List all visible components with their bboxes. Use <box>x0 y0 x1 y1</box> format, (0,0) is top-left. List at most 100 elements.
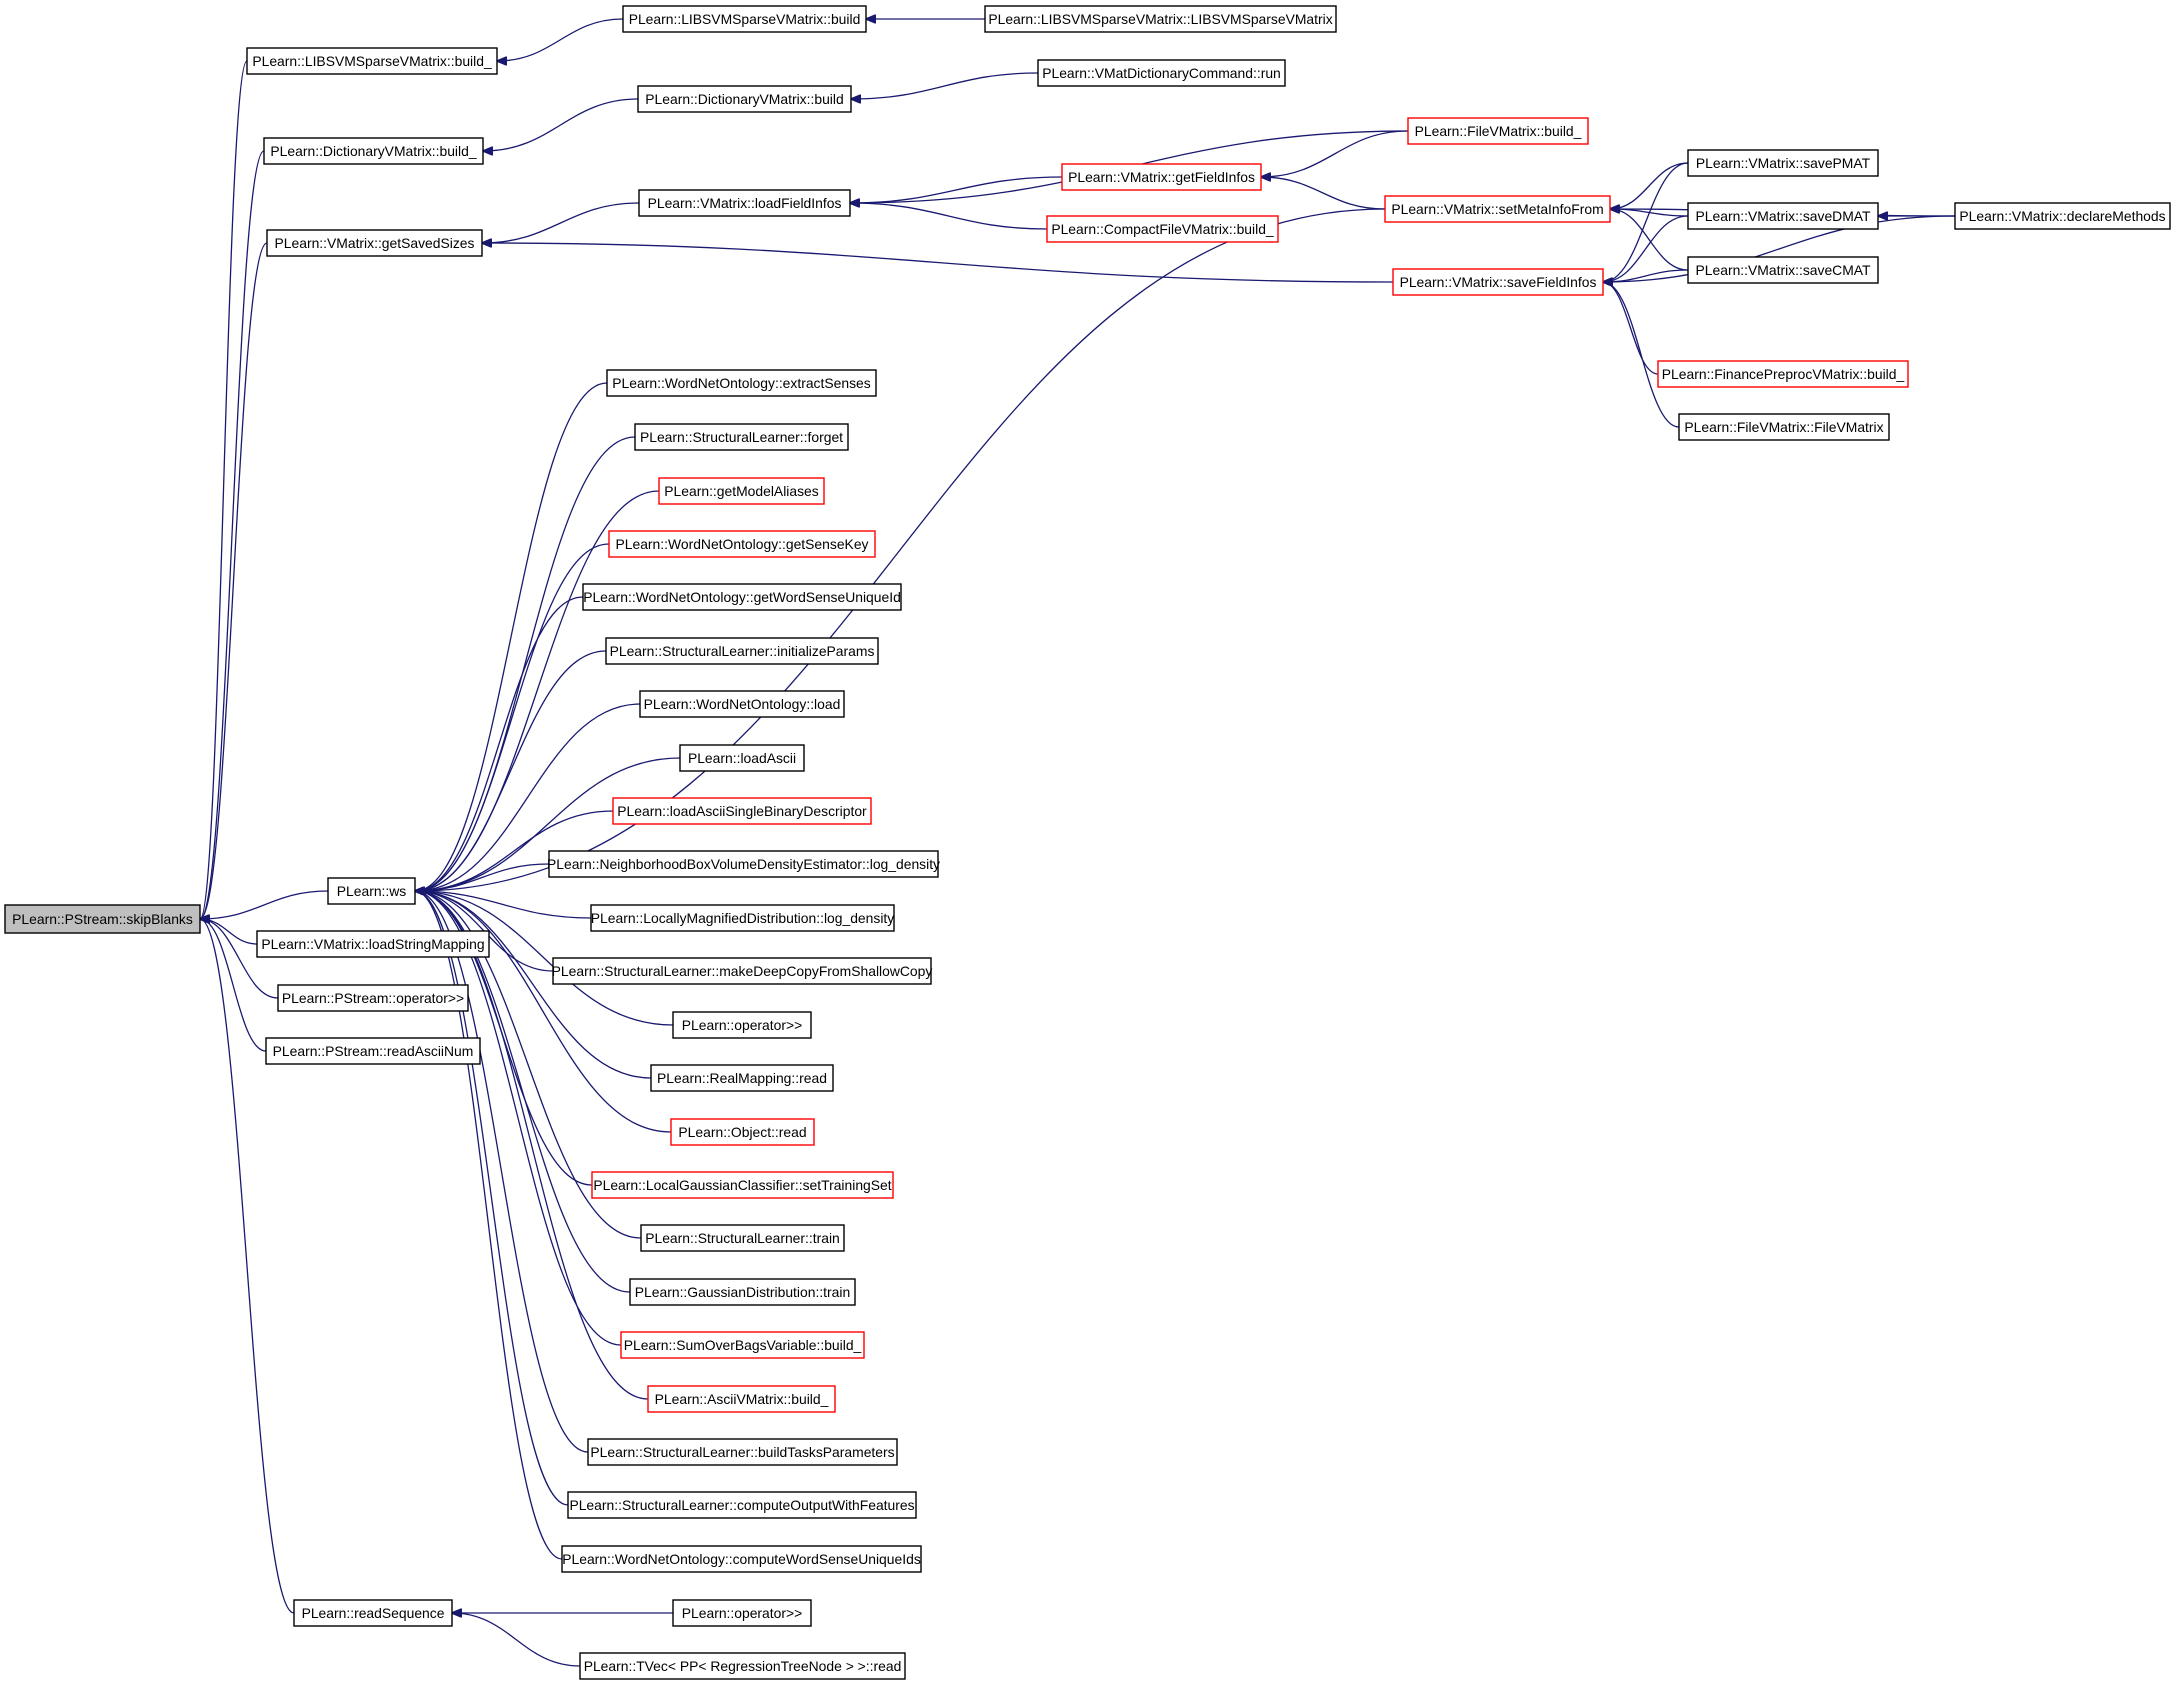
edge-compactBuild_-to-loadFieldInfos <box>850 203 1048 230</box>
node-box <box>672 1599 812 1627</box>
node-sob_build[interactable]: PLearn::SumOverBagsVariable::build_ <box>620 1331 865 1359</box>
node-box <box>608 530 876 558</box>
node-op_rs[interactable]: PLearn::operator>> <box>672 1599 812 1627</box>
node-box <box>256 930 490 958</box>
node-box <box>650 1064 834 1092</box>
node-box <box>1384 195 1611 223</box>
node-label: PLearn::VMatrix::savePMAT <box>1696 155 1871 171</box>
nodes-layer: PLearn::PStream::skipBlanks PLearn::LIBSV… <box>4 5 2171 1680</box>
node-wn_getSenseKey[interactable]: PLearn::WordNetOntology::getSenseKey <box>608 530 876 558</box>
node-sl_train[interactable]: PLearn::StructuralLearner::train <box>640 1224 845 1252</box>
node-saveCMAT[interactable]: PLearn::VMatrix::saveCMAT <box>1687 256 1879 284</box>
node-box <box>587 1438 898 1466</box>
node-wn_getWSU[interactable]: PLearn::WordNetOntology::getWordSenseUni… <box>582 583 902 611</box>
node-dictBuild_[interactable]: PLearn::DictionaryVMatrix::build_ <box>263 137 484 165</box>
node-sl_init[interactable]: PLearn::StructuralLearner::initializePar… <box>605 637 879 665</box>
node-label: PLearn::PStream::skipBlanks <box>12 911 193 927</box>
node-loadAsciiSBD[interactable]: PLearn::loadAsciiSingleBinaryDescriptor <box>612 797 872 825</box>
node-vmatDictRun[interactable]: PLearn::VMatDictionaryCommand::run <box>1037 59 1286 87</box>
node-box <box>639 690 845 718</box>
node-compactBuild_[interactable]: PLearn::CompactFileVMatrix::build_ <box>1046 215 1279 243</box>
node-libsvmCtor[interactable]: PLearn::LIBSVMSparseVMatrix::LIBSVMSpars… <box>984 5 1337 33</box>
node-nbv_logd[interactable]: PLearn::NeighborhoodBoxVolumeDensityEsti… <box>547 850 940 878</box>
node-label: PLearn::FinancePreprocVMatrix::build_ <box>1662 366 1905 382</box>
node-box <box>1392 268 1604 296</box>
node-readAsciiNum[interactable]: PLearn::PStream::readAsciiNum <box>265 1037 481 1065</box>
node-getSavedSizes[interactable]: PLearn::VMatrix::getSavedSizes <box>266 229 483 257</box>
edge-wn_getWSU-to-ws <box>415 596 584 891</box>
node-label: PLearn::DictionaryVMatrix::build <box>645 91 843 107</box>
node-getModelAliases[interactable]: PLearn::getModelAliases <box>658 477 825 505</box>
node-label: PLearn::VMatDictionaryCommand::run <box>1042 65 1281 81</box>
edge-getFieldInfos-to-loadFieldInfos <box>850 176 1063 203</box>
node-sl_btp[interactable]: PLearn::StructuralLearner::buildTasksPar… <box>587 1438 898 1466</box>
node-loadStringMapping[interactable]: PLearn::VMatrix::loadStringMapping <box>256 930 490 958</box>
edge-dictBuild_-to-skipBlanks <box>200 150 265 919</box>
node-getFieldInfos[interactable]: PLearn::VMatrix::getFieldInfos <box>1061 163 1262 191</box>
node-dictBuild[interactable]: PLearn::DictionaryVMatrix::build <box>637 85 852 113</box>
node-wn_cwsu[interactable]: PLearn::WordNetOntology::computeWordSens… <box>561 1545 922 1573</box>
node-label: PLearn::loadAsciiSingleBinaryDescriptor <box>617 803 867 819</box>
node-declareMethods[interactable]: PLearn::VMatrix::declareMethods <box>1954 202 2171 230</box>
node-box <box>561 1545 922 1573</box>
node-box <box>265 1037 481 1065</box>
edge-obj_read-to-ws <box>415 891 672 1133</box>
node-readSequence[interactable]: PLearn::readSequence <box>293 1599 453 1627</box>
edge-tvec_read-to-readSequence <box>452 1613 581 1667</box>
node-box <box>246 47 498 75</box>
node-sl_deepcopy[interactable]: PLearn::StructuralLearner::makeDeepCopyF… <box>552 957 933 985</box>
node-label: PLearn::LocallyMagnifiedDistribution::lo… <box>591 910 895 926</box>
node-fileVCtor[interactable]: PLearn::FileVMatrix::FileVMatrix <box>1678 413 1890 441</box>
edge-libsvmBuild_-to-skipBlanks <box>200 60 248 919</box>
node-financeBuild_[interactable]: PLearn::FinancePreprocVMatrix::build_ <box>1657 360 1909 388</box>
edge-readSequence-to-skipBlanks <box>200 919 295 1614</box>
edge-lmd_logd-to-ws <box>415 891 592 919</box>
node-tvec_read[interactable]: PLearn::TVec< PP< RegressionTreeNode > >… <box>579 1652 906 1680</box>
node-pstreamOp[interactable]: PLearn::PStream::operator>> <box>277 984 469 1012</box>
edge-savePMAT-to-saveFieldInfos <box>1603 162 1689 282</box>
node-ws[interactable]: PLearn::ws <box>327 877 416 905</box>
edge-ascii_build-to-ws <box>415 891 649 1400</box>
node-label: PLearn::FileVMatrix::build_ <box>1415 123 1582 139</box>
node-ascii_build[interactable]: PLearn::AsciiVMatrix::build_ <box>647 1385 836 1413</box>
edges-layer <box>200 19 1956 1667</box>
node-saveDMAT[interactable]: PLearn::VMatrix::saveDMAT <box>1687 202 1879 230</box>
edge-rm_read-to-ws <box>415 891 652 1079</box>
node-label: PLearn::StructuralLearner::computeOutput… <box>569 1497 914 1513</box>
node-box <box>984 5 1337 33</box>
node-libsvmBuild_[interactable]: PLearn::LIBSVMSparseVMatrix::build_ <box>246 47 498 75</box>
edge-sl_btp-to-ws <box>415 891 589 1453</box>
node-sl_cowf[interactable]: PLearn::StructuralLearner::computeOutput… <box>567 1491 917 1519</box>
node-gd_train[interactable]: PLearn::GaussianDistribution::train <box>629 1278 856 1306</box>
node-savePMAT[interactable]: PLearn::VMatrix::savePMAT <box>1687 149 1879 177</box>
edge-sob_build-to-ws <box>415 891 622 1346</box>
node-loadFieldInfos[interactable]: PLearn::VMatrix::loadFieldInfos <box>638 189 851 217</box>
node-libsvmBuild[interactable]: PLearn::LIBSVMSparseVMatrix::build <box>622 5 867 33</box>
node-sl_forget[interactable]: PLearn::StructuralLearner::forget <box>634 423 849 451</box>
node-skipBlanks[interactable]: PLearn::PStream::skipBlanks <box>4 904 201 934</box>
node-box <box>552 957 932 985</box>
node-box <box>637 85 852 113</box>
node-rm_read[interactable]: PLearn::RealMapping::read <box>650 1064 834 1092</box>
node-box <box>266 229 483 257</box>
node-label: PLearn::VMatrix::declareMethods <box>1959 208 2165 224</box>
node-wn_extract[interactable]: PLearn::WordNetOntology::extractSenses <box>606 369 877 397</box>
edge-wn_cwsu-to-ws <box>415 891 563 1560</box>
node-box <box>1046 215 1279 243</box>
node-label: PLearn::DictionaryVMatrix::build_ <box>270 143 476 159</box>
node-saveFieldInfos[interactable]: PLearn::VMatrix::saveFieldInfos <box>1392 268 1604 296</box>
node-loadAscii[interactable]: PLearn::loadAscii <box>679 744 805 772</box>
node-obj_read[interactable]: PLearn::Object::read <box>670 1118 815 1146</box>
node-fileVBuild_[interactable]: PLearn::FileVMatrix::build_ <box>1407 117 1589 145</box>
node-setMetaInfoFrom[interactable]: PLearn::VMatrix::setMetaInfoFrom <box>1384 195 1611 223</box>
node-box <box>263 137 484 165</box>
edge-ws-to-skipBlanks <box>200 890 329 919</box>
node-lmd_logd[interactable]: PLearn::LocallyMagnifiedDistribution::lo… <box>590 904 895 932</box>
edge-saveCMAT-to-setMetaInfoFrom <box>1610 209 1689 271</box>
node-wn_load[interactable]: PLearn::WordNetOntology::load <box>639 690 845 718</box>
node-label: PLearn::CompactFileVMatrix::build_ <box>1051 221 1274 237</box>
node-box <box>605 637 879 665</box>
node-op_ws[interactable]: PLearn::operator>> <box>672 1011 812 1039</box>
edge-fileVBuild_-to-getFieldInfos <box>1261 130 1409 177</box>
node-lgc_set[interactable]: PLearn::LocalGaussianClassifier::setTrai… <box>591 1171 894 1199</box>
